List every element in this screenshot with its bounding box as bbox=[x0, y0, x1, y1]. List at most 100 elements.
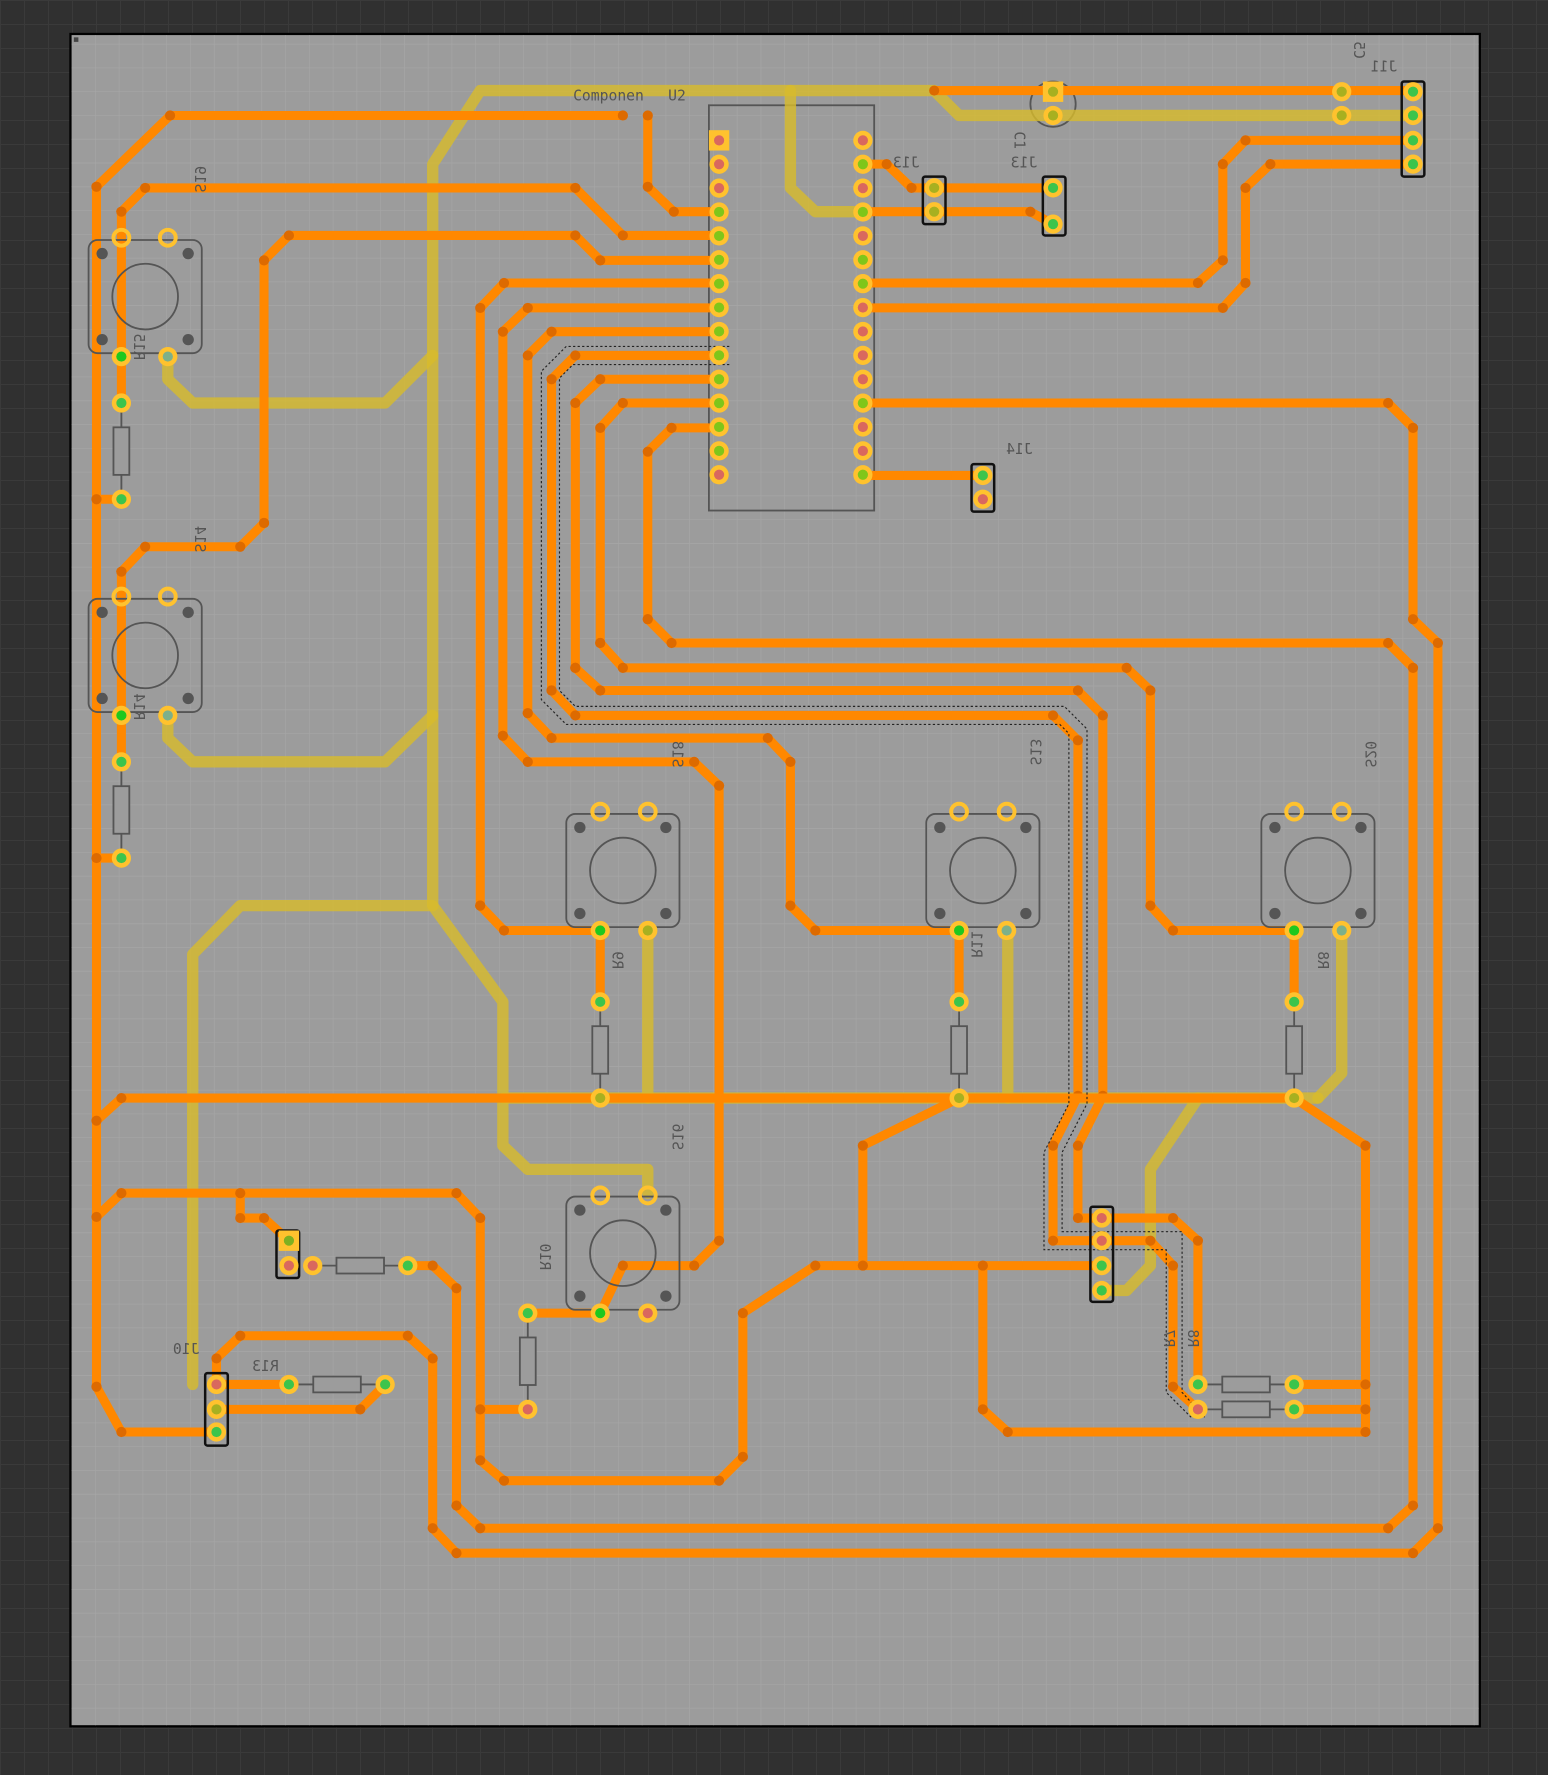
pad-ring[interactable] bbox=[1331, 801, 1352, 822]
connector-j11[interactable] bbox=[1400, 80, 1426, 178]
mounting-hole bbox=[934, 907, 946, 920]
trace-vertex bbox=[1217, 159, 1228, 170]
top-trace[interactable] bbox=[595, 398, 724, 648]
trace-vertex bbox=[497, 730, 508, 741]
pad-ring[interactable] bbox=[949, 801, 969, 822]
trace-vertex bbox=[929, 85, 940, 96]
resistor-r13[interactable] bbox=[288, 1375, 386, 1394]
switch-s16[interactable] bbox=[565, 1195, 681, 1311]
connector-j13[interactable] bbox=[1041, 175, 1067, 237]
pad-core bbox=[714, 469, 725, 480]
switch-actuator bbox=[111, 262, 179, 331]
resistor-r15[interactable] bbox=[112, 402, 131, 500]
top-trace[interactable] bbox=[259, 230, 724, 528]
pad-ring[interactable] bbox=[157, 586, 178, 607]
pad-core bbox=[1289, 996, 1300, 1007]
pad-core bbox=[857, 398, 868, 409]
connector-j14[interactable] bbox=[970, 462, 996, 513]
pad-core bbox=[1407, 110, 1419, 121]
trace-vertex bbox=[91, 1381, 102, 1392]
switch-s19[interactable] bbox=[87, 239, 203, 355]
pad-ring[interactable] bbox=[590, 1185, 611, 1206]
top-trace[interactable] bbox=[547, 350, 724, 696]
pad-core bbox=[1336, 86, 1347, 97]
bottom-trace[interactable] bbox=[784, 84, 869, 218]
trace-vertex bbox=[498, 925, 510, 936]
label-r10: R10 bbox=[536, 1244, 553, 1271]
top-trace[interactable] bbox=[475, 278, 724, 911]
top-trace[interactable] bbox=[570, 663, 1108, 1223]
label-s16: S16 bbox=[669, 1124, 686, 1151]
top-trace[interactable] bbox=[235, 1188, 294, 1246]
top-trace[interactable] bbox=[978, 1093, 1371, 1437]
pad-ring[interactable] bbox=[637, 801, 658, 822]
top-trace[interactable] bbox=[211, 398, 1443, 1558]
top-trace[interactable] bbox=[643, 110, 724, 217]
resistor-r8[interactable] bbox=[1285, 1001, 1303, 1099]
resistor-body bbox=[112, 426, 131, 476]
pad-core bbox=[1047, 182, 1059, 194]
trace-vertex bbox=[475, 1523, 486, 1534]
pad-core bbox=[162, 710, 173, 721]
resistor-r14[interactable] bbox=[112, 761, 131, 859]
pad-core bbox=[522, 1404, 533, 1415]
trace-vertex bbox=[522, 708, 533, 719]
resistor-r9[interactable] bbox=[591, 1001, 610, 1099]
pad-ring[interactable] bbox=[111, 227, 132, 248]
bottom-trace[interactable] bbox=[1096, 1092, 1204, 1297]
trace-vertex bbox=[1265, 159, 1276, 170]
pad-ring[interactable] bbox=[590, 801, 611, 822]
top-trace[interactable] bbox=[498, 731, 724, 1318]
trace-vertex bbox=[498, 277, 510, 289]
trace-vertex bbox=[91, 1115, 102, 1126]
switch-s20[interactable] bbox=[1260, 813, 1376, 929]
bottom-trace[interactable] bbox=[427, 84, 1419, 912]
connector-j12[interactable] bbox=[921, 175, 947, 226]
top-trace[interactable] bbox=[91, 182, 220, 1437]
resistor-r7[interactable] bbox=[1197, 1375, 1295, 1394]
label-r8: R8 bbox=[1314, 951, 1331, 969]
pad-ring[interactable] bbox=[111, 586, 132, 607]
trace-vertex bbox=[116, 566, 127, 577]
top-trace[interactable] bbox=[858, 135, 1418, 288]
bottom-trace[interactable] bbox=[1312, 924, 1348, 1104]
switch-s13[interactable] bbox=[925, 813, 1041, 929]
mounting-hole bbox=[96, 333, 108, 346]
label-j12: J13 bbox=[893, 155, 920, 172]
bottom-trace[interactable] bbox=[162, 349, 439, 409]
switch-s14[interactable] bbox=[87, 597, 203, 713]
top-trace[interactable] bbox=[1097, 1213, 1203, 1389]
connector-j10[interactable] bbox=[203, 1371, 230, 1447]
top-trace[interactable] bbox=[523, 327, 724, 718]
pad-ring[interactable] bbox=[157, 227, 178, 248]
top-trace[interactable] bbox=[116, 518, 269, 577]
resistor-r11[interactable] bbox=[950, 1001, 968, 1099]
resistor-body bbox=[591, 1025, 610, 1075]
pad-core bbox=[162, 351, 173, 362]
top-trace[interactable] bbox=[570, 374, 724, 673]
bottom-trace[interactable] bbox=[187, 899, 654, 1391]
pad-ring[interactable] bbox=[1284, 801, 1305, 822]
trace-vertex bbox=[1360, 1379, 1371, 1390]
bottom-trace[interactable] bbox=[162, 709, 439, 768]
pad-ring[interactable] bbox=[637, 1185, 658, 1206]
trace-vertex bbox=[116, 206, 127, 217]
top-trace[interactable] bbox=[858, 159, 1418, 313]
label-j14: J14 bbox=[1006, 441, 1033, 458]
connector-j5[interactable] bbox=[1089, 1205, 1115, 1304]
top-trace[interactable] bbox=[858, 159, 1058, 193]
pad-core bbox=[283, 1260, 295, 1271]
pcb-board[interactable] bbox=[69, 32, 1481, 1728]
pad-core bbox=[116, 756, 127, 767]
resistor-r12[interactable] bbox=[312, 1256, 408, 1275]
pad-ring[interactable] bbox=[996, 801, 1017, 822]
resistor-r10[interactable] bbox=[518, 1313, 537, 1410]
top-trace[interactable] bbox=[498, 303, 724, 741]
switch-outline bbox=[565, 813, 681, 929]
switch-s18[interactable] bbox=[565, 813, 681, 929]
top-trace[interactable] bbox=[643, 423, 724, 624]
resistor-r8b[interactable] bbox=[1197, 1400, 1295, 1419]
pad-core bbox=[595, 1092, 606, 1104]
trace-vertex bbox=[1072, 1212, 1084, 1224]
